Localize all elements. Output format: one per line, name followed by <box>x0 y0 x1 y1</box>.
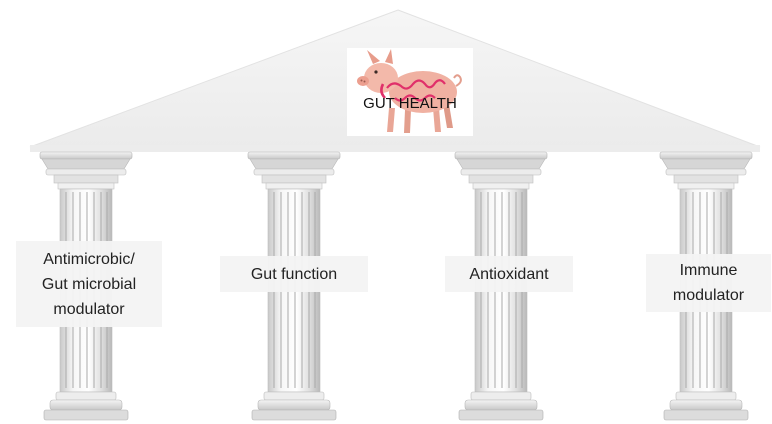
roof-beam <box>30 145 760 152</box>
pillar-label-antimicrobic: Antimicrobic/ Gut microbial modulator <box>16 241 162 327</box>
pillar-label-antioxidant: Antioxidant <box>445 256 573 292</box>
pillar-label-text: Antimicrobic/ Gut microbial modulator <box>42 247 136 322</box>
pillar-label-text: Antioxidant <box>469 262 548 287</box>
pillar-label-text: Gut function <box>251 262 337 287</box>
pillar-label-immune-modulator: Immune modulator <box>646 254 771 312</box>
roof-title: GUT HEALTH <box>347 95 473 112</box>
gut-health-card: GUT HEALTH <box>347 48 473 136</box>
pillar-label-gut-function: Gut function <box>220 256 368 292</box>
pillar-label-text: Immune modulator <box>673 258 744 308</box>
pig-icon <box>347 48 473 136</box>
